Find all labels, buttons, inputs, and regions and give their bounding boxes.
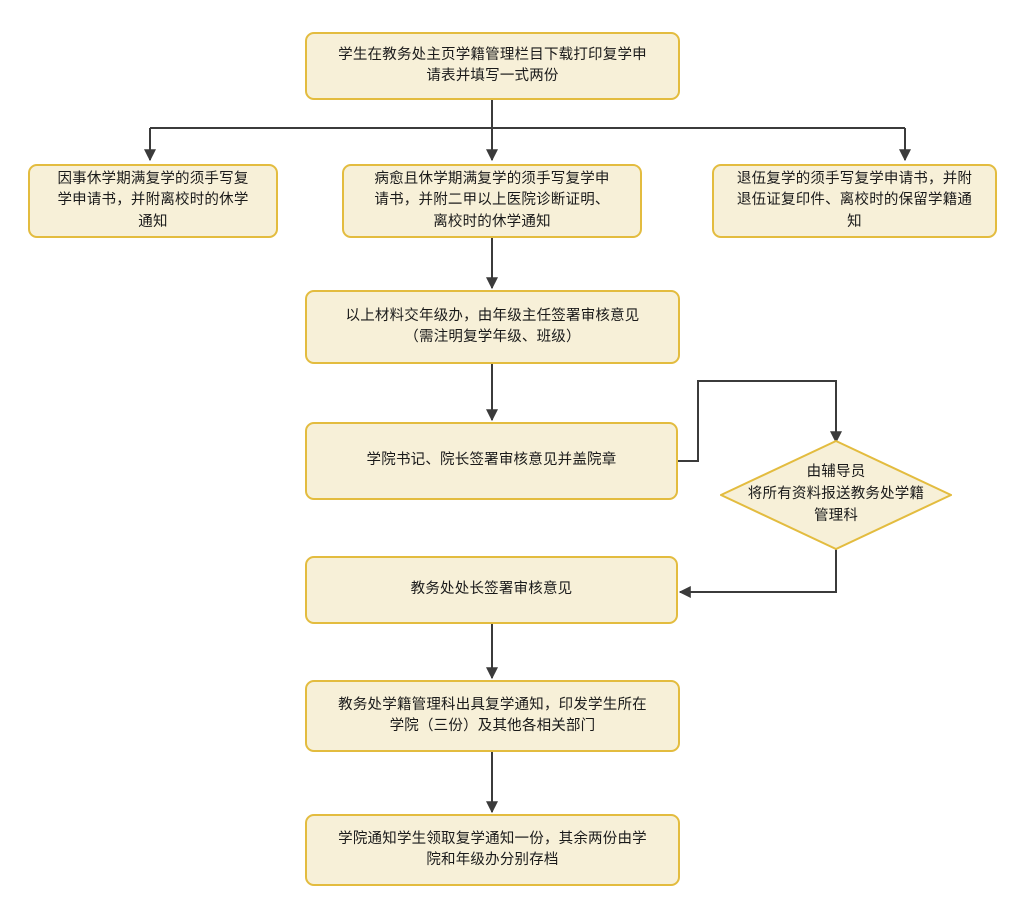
node-label: 病愈且休学期满复学的须手写复学申 请书，并附二甲以上医院诊断证明、 离校时的休学… (374, 171, 610, 230)
node-academic-affairs-director-review[interactable]: 教务处处长签署审核意见 (305, 556, 678, 624)
node-download-application-form[interactable]: 学生在教务处主页学籍管理栏目下载打印复学申 请表并填写一式两份 (305, 32, 680, 100)
node-military-discharge-branch[interactable]: 退伍复学的须手写复学申请书，并附 退伍证复印件、离校时的保留学籍通 知 (712, 164, 997, 238)
node-label: 以上材料交年级办，由年级主任签署审核意见 （需注明复学年级、班级） (345, 307, 640, 345)
node-label: 退伍复学的须手写复学申请书，并附 退伍证复印件、离校时的保留学籍通 知 (736, 171, 973, 230)
node-label: 学院书记、院长签署审核意见并盖院章 (366, 452, 617, 469)
node-label: 由辅导员 将所有资料报送教务处学籍 管理科 (747, 464, 925, 524)
node-medical-leave-branch[interactable]: 病愈且休学期满复学的须手写复学申 请书，并附二甲以上医院诊断证明、 离校时的休学… (342, 164, 642, 238)
node-personal-leave-branch[interactable]: 因事休学期满复学的须手写复 学申请书，并附离校时的休学 通知 (28, 164, 278, 238)
edge-n7-n8 (678, 549, 837, 598)
diamond-shape (720, 440, 952, 550)
node-label: 教务处学籍管理科出具复学通知，印发学生所在 学院（三份）及其他各相关部门 (338, 696, 647, 734)
node-issue-resumption-notice[interactable]: 教务处学籍管理科出具复学通知，印发学生所在 学院（三份）及其他各相关部门 (305, 680, 680, 752)
node-college-leaders-review[interactable]: 学院书记、院长签署审核意见并盖院章 (305, 422, 678, 500)
node-counselor-submit-materials[interactable]: 由辅导员 将所有资料报送教务处学籍 管理科 (720, 440, 952, 550)
node-college-distributes-notice[interactable]: 学院通知学生领取复学通知一份，其余两份由学 院和年级办分别存档 (305, 814, 680, 886)
edge-n1-bus (150, 100, 905, 129)
node-grade-office-review[interactable]: 以上材料交年级办，由年级主任签署审核意见 （需注明复学年级、班级） (305, 290, 680, 364)
node-label: 因事休学期满复学的须手写复 学申请书，并附离校时的休学 通知 (57, 171, 249, 230)
node-label: 教务处处长签署审核意见 (410, 581, 573, 598)
node-label: 学院通知学生领取复学通知一份，其余两份由学 院和年级办分别存档 (338, 830, 647, 868)
node-label: 学生在教务处主页学籍管理栏目下载打印复学申 请表并填写一式两份 (338, 46, 647, 84)
